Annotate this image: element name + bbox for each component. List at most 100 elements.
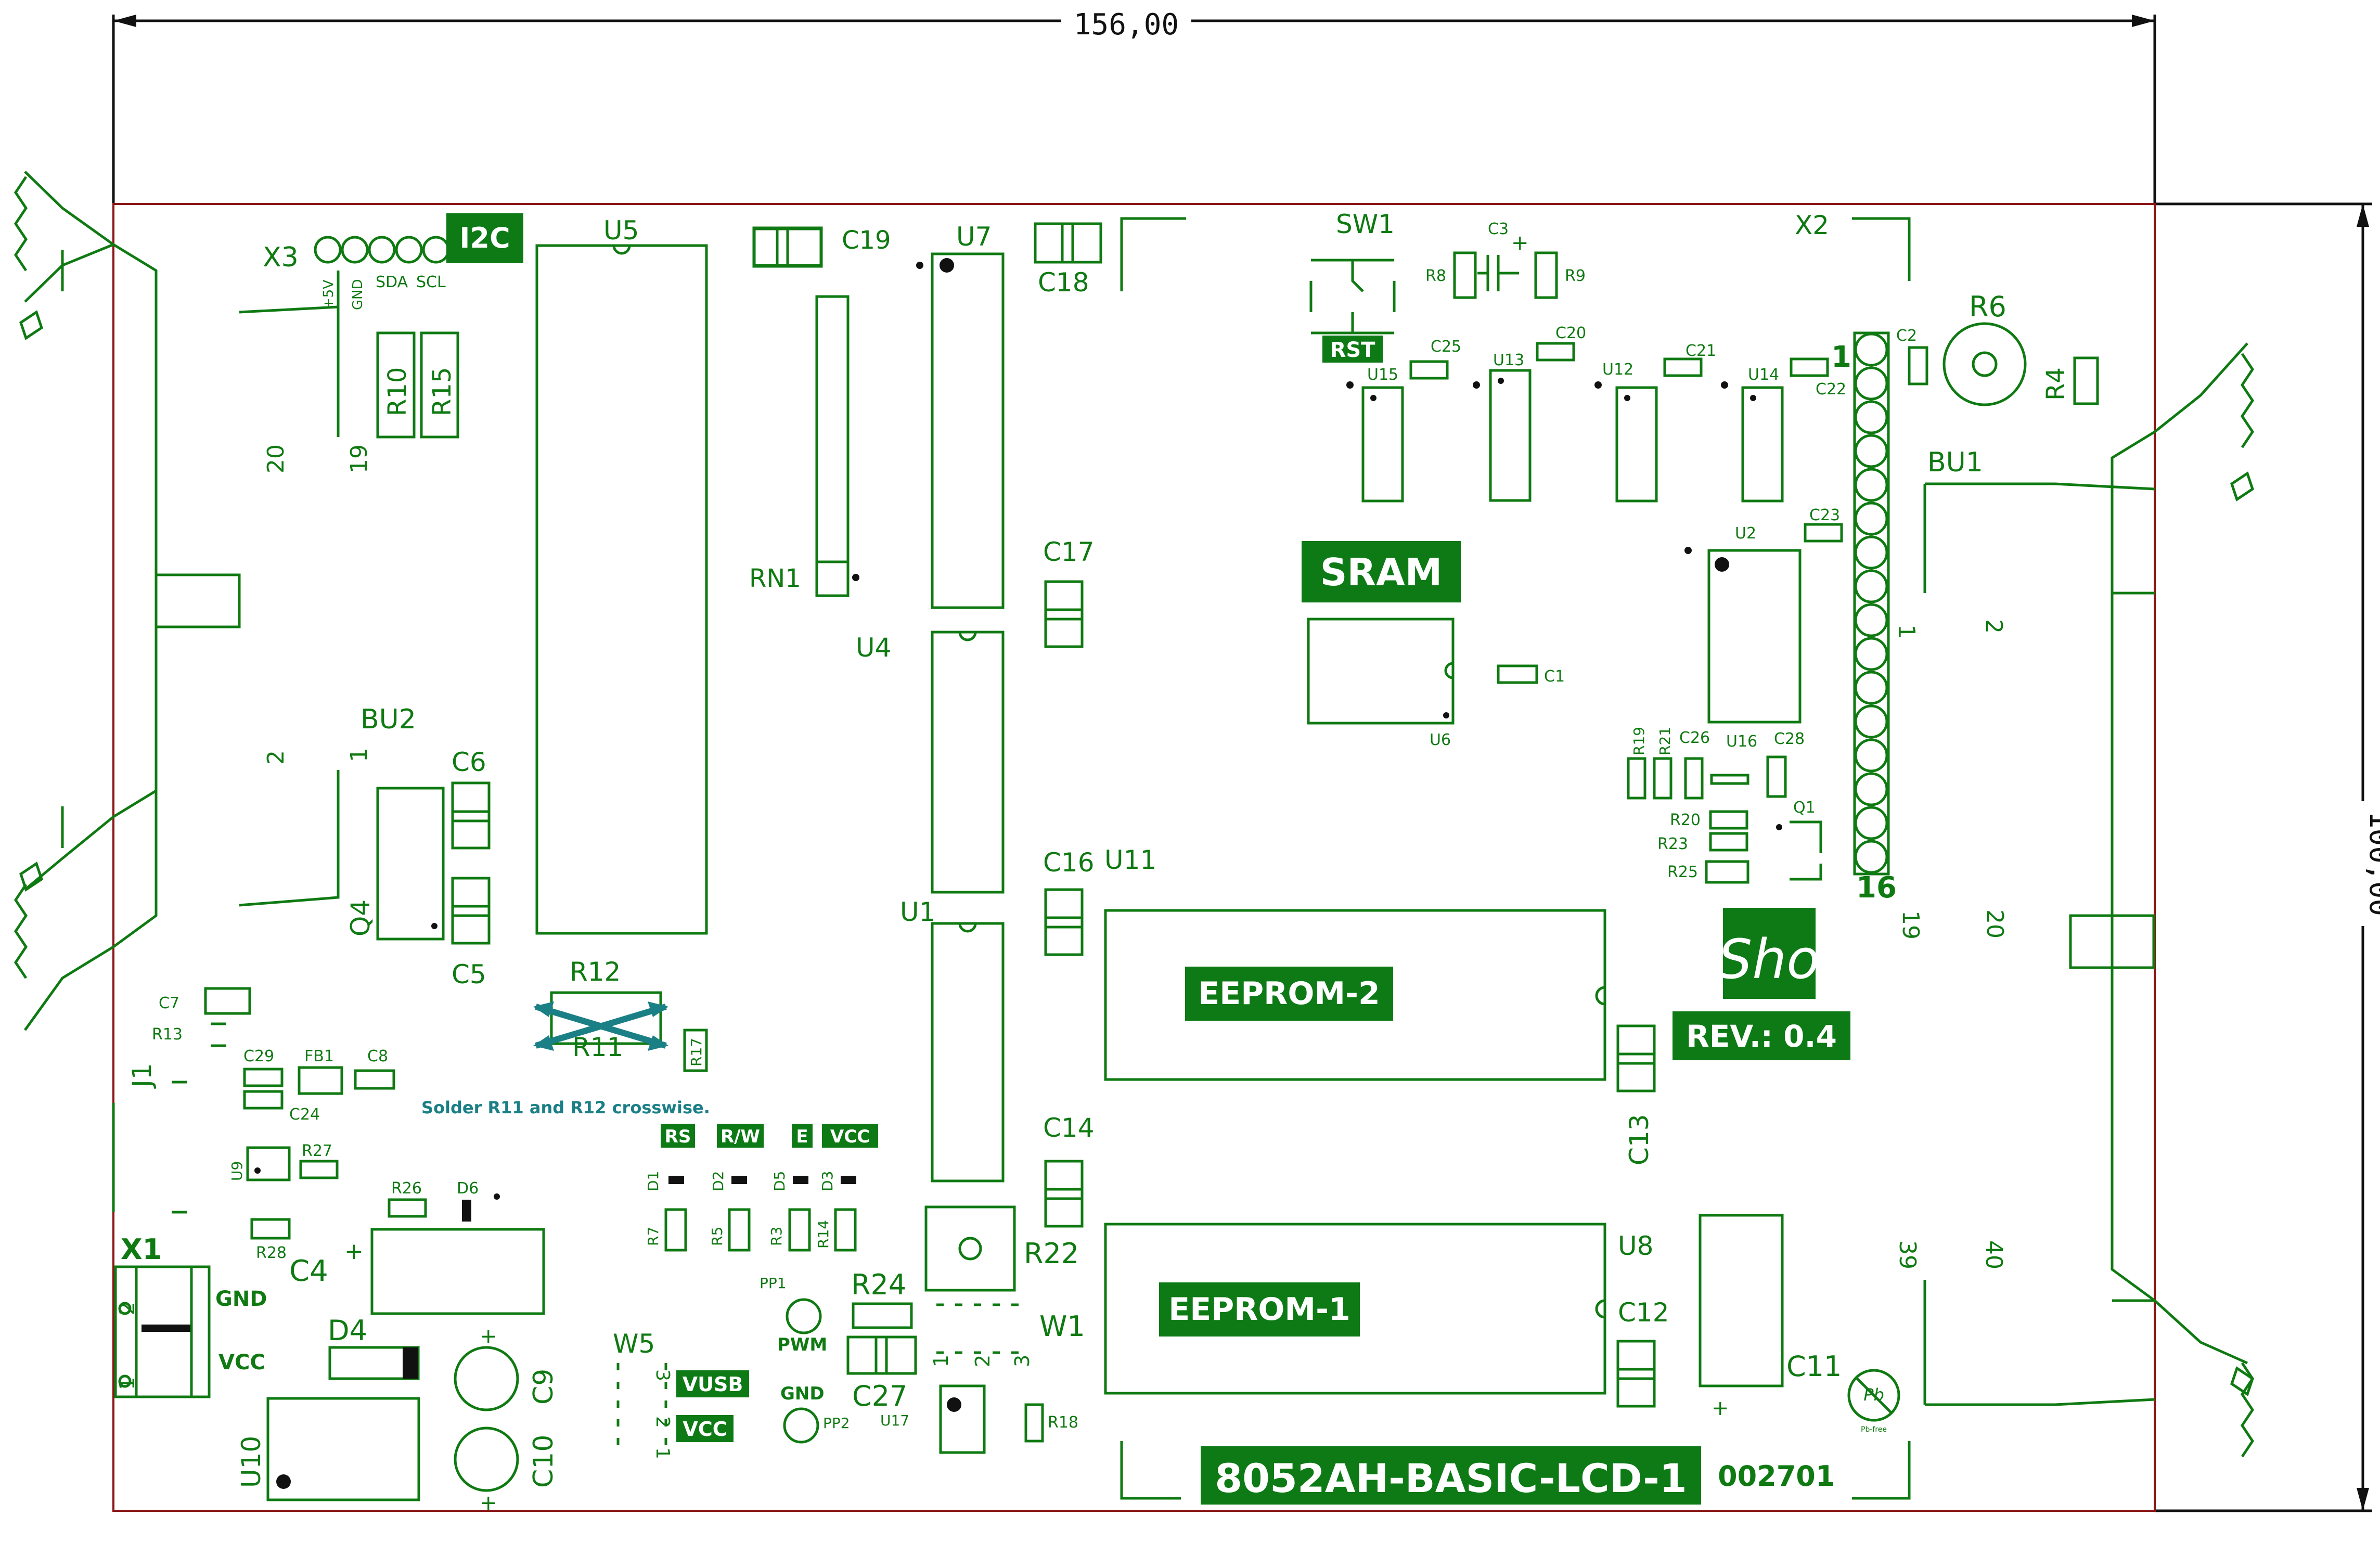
x2-header: X2 1 16 C2 C22 — [1790, 210, 1928, 905]
i2c-label: I2C — [459, 222, 510, 254]
pb-free-label: Pb-free — [1861, 1425, 1887, 1434]
x2-label: X2 — [1795, 210, 1829, 240]
c25-label: C25 — [1431, 338, 1461, 356]
sho-logo: Sho — [1718, 908, 1820, 999]
r10-label: R10 — [383, 367, 412, 416]
w5-pin-3: 3 — [652, 1369, 673, 1381]
x2-pin-pad — [1854, 535, 1888, 570]
c18-capacitor: C18 — [1034, 217, 1186, 298]
c23-label: C23 — [1809, 506, 1840, 524]
c13-label: C13 — [1624, 1114, 1654, 1165]
height-dimension: 100,00 — [2155, 202, 2380, 1512]
bu1-label: BU1 — [1927, 447, 1983, 478]
u10-regulator: U10 — [236, 1397, 420, 1501]
sram-label-box — [1302, 541, 1461, 602]
small-parts-cluster-right: R19 R21 C26 U16 C28 Q1 R20 R23 R25 — [1627, 727, 1822, 884]
eeprom-2-socket: EEPROM-2 — [1104, 909, 1606, 1081]
c17-label: C17 — [1043, 537, 1095, 567]
c5-label: C5 — [452, 959, 486, 990]
r10-r15-resistors: R10 R15 20 19 — [263, 331, 459, 473]
bu2-label: BU2 — [361, 704, 416, 735]
r11-r12-crosswise: R12 R11 R17 Solder R11 and R12 crosswise… — [421, 957, 710, 1117]
left-connector-brackets — [14, 171, 241, 1031]
u4-label: U4 — [856, 633, 891, 663]
x2-pin-pad — [1854, 603, 1888, 637]
c8-label: C8 — [367, 1047, 388, 1065]
u7-label: U7 — [956, 222, 992, 252]
c26-label: C26 — [1679, 729, 1710, 747]
c4-plus: + — [344, 1238, 364, 1265]
x1-gnd-label: GND — [215, 1287, 267, 1311]
led-row: D1 D2 D5 D3 R7 R5 R3 R14 — [645, 1171, 857, 1252]
pp1-label: PP1 — [760, 1275, 787, 1292]
x2-pin-pad — [1854, 502, 1888, 536]
r21-label: R21 — [1656, 727, 1674, 755]
w5-pin-1: 1 — [652, 1447, 673, 1459]
bu1-pin-1: 1 — [1893, 624, 1920, 639]
u4-chip: U4 — [856, 631, 1005, 894]
x2-pin-pad — [1854, 840, 1888, 874]
rst-label: RST — [1330, 338, 1376, 362]
r3-label: R3 — [768, 1227, 785, 1246]
bu1-pin-19: 19 — [1897, 910, 1924, 940]
c11-label: C11 — [1786, 1350, 1842, 1383]
q1-label: Q1 — [1793, 799, 1816, 817]
u7-chip: U7 — [916, 222, 1005, 609]
u11-label: U11 — [1104, 845, 1156, 875]
bu2-pin-1: 1 — [346, 748, 372, 762]
bu1-pin-20: 20 — [1982, 909, 2008, 939]
pin-19-left: 19 — [346, 444, 372, 473]
c12-label: C12 — [1618, 1297, 1669, 1328]
u1-label: U1 — [900, 897, 935, 927]
x2-pin-1: 1 — [1831, 340, 1851, 374]
r22-label: R22 — [1024, 1237, 1079, 1270]
c9-plus: + — [480, 1325, 497, 1348]
gnd-pp-label: GND — [780, 1383, 825, 1404]
x3-pin-5v: +5V — [321, 280, 337, 309]
x3-label: X3 — [263, 242, 299, 273]
u12-label: U12 — [1602, 361, 1633, 379]
bu2-pin-2: 2 — [263, 750, 289, 765]
c14-label: C14 — [1043, 1113, 1095, 1143]
u8-label: U8 — [1618, 1231, 1653, 1261]
height-dimension-label: 100,00 — [2363, 811, 2380, 916]
bu1-pin-39: 39 — [1894, 1240, 1921, 1269]
u10-label: U10 — [236, 1436, 266, 1488]
u5-chip: U5 — [535, 215, 708, 935]
d4-label: D4 — [328, 1314, 367, 1347]
rn1-label: RN1 — [749, 564, 801, 593]
c20-label: C20 — [1555, 324, 1586, 342]
c18-label: C18 — [1038, 267, 1089, 298]
x1-power-terminal: X1 2 1 GND VCC — [114, 1233, 267, 1398]
u5-label: U5 — [603, 215, 639, 246]
sram-label: SRAM — [1320, 550, 1443, 594]
x2-pin-pad — [1854, 400, 1888, 434]
r4-label: R4 — [2041, 367, 2070, 401]
u9-label: U9 — [228, 1161, 246, 1181]
w1-pin-3: 3 — [1011, 1355, 1034, 1367]
r13-label: R13 — [152, 1025, 183, 1044]
w1-pin-2: 2 — [971, 1355, 994, 1367]
svg-text:Pb: Pb — [1863, 1385, 1884, 1405]
d4-diode: D4 — [328, 1314, 420, 1380]
eeprom-1-label: EEPROM-1 — [1168, 1291, 1350, 1328]
x2-pin-pad — [1854, 569, 1888, 603]
r8-label: R8 — [1425, 267, 1446, 285]
r18-label: R18 — [1048, 1414, 1078, 1432]
c9-capacitor: + C9 — [454, 1325, 559, 1411]
pwm-label: PWM — [777, 1334, 827, 1355]
u12-chip: U12 C21 — [1594, 342, 1716, 503]
c3-r8-r9: C3 + R8 R9 — [1425, 220, 1586, 299]
j1-label: J1 — [127, 1063, 157, 1089]
c2-label: C2 — [1896, 327, 1917, 345]
fb1-label: FB1 — [304, 1047, 334, 1065]
vcc-w5-label: VCC — [683, 1418, 727, 1441]
c9-label: C9 — [528, 1369, 559, 1405]
rst-label-box — [1322, 336, 1383, 363]
u16-label: U16 — [1726, 733, 1757, 751]
w1-jumper: W1 1 2 3 — [930, 1303, 1085, 1367]
u14-chip: U14 — [1721, 366, 1784, 503]
w5-label: W5 — [613, 1329, 655, 1359]
r6-potentiometer: R6 — [1942, 290, 2027, 406]
x2-pin-pad — [1854, 434, 1888, 468]
